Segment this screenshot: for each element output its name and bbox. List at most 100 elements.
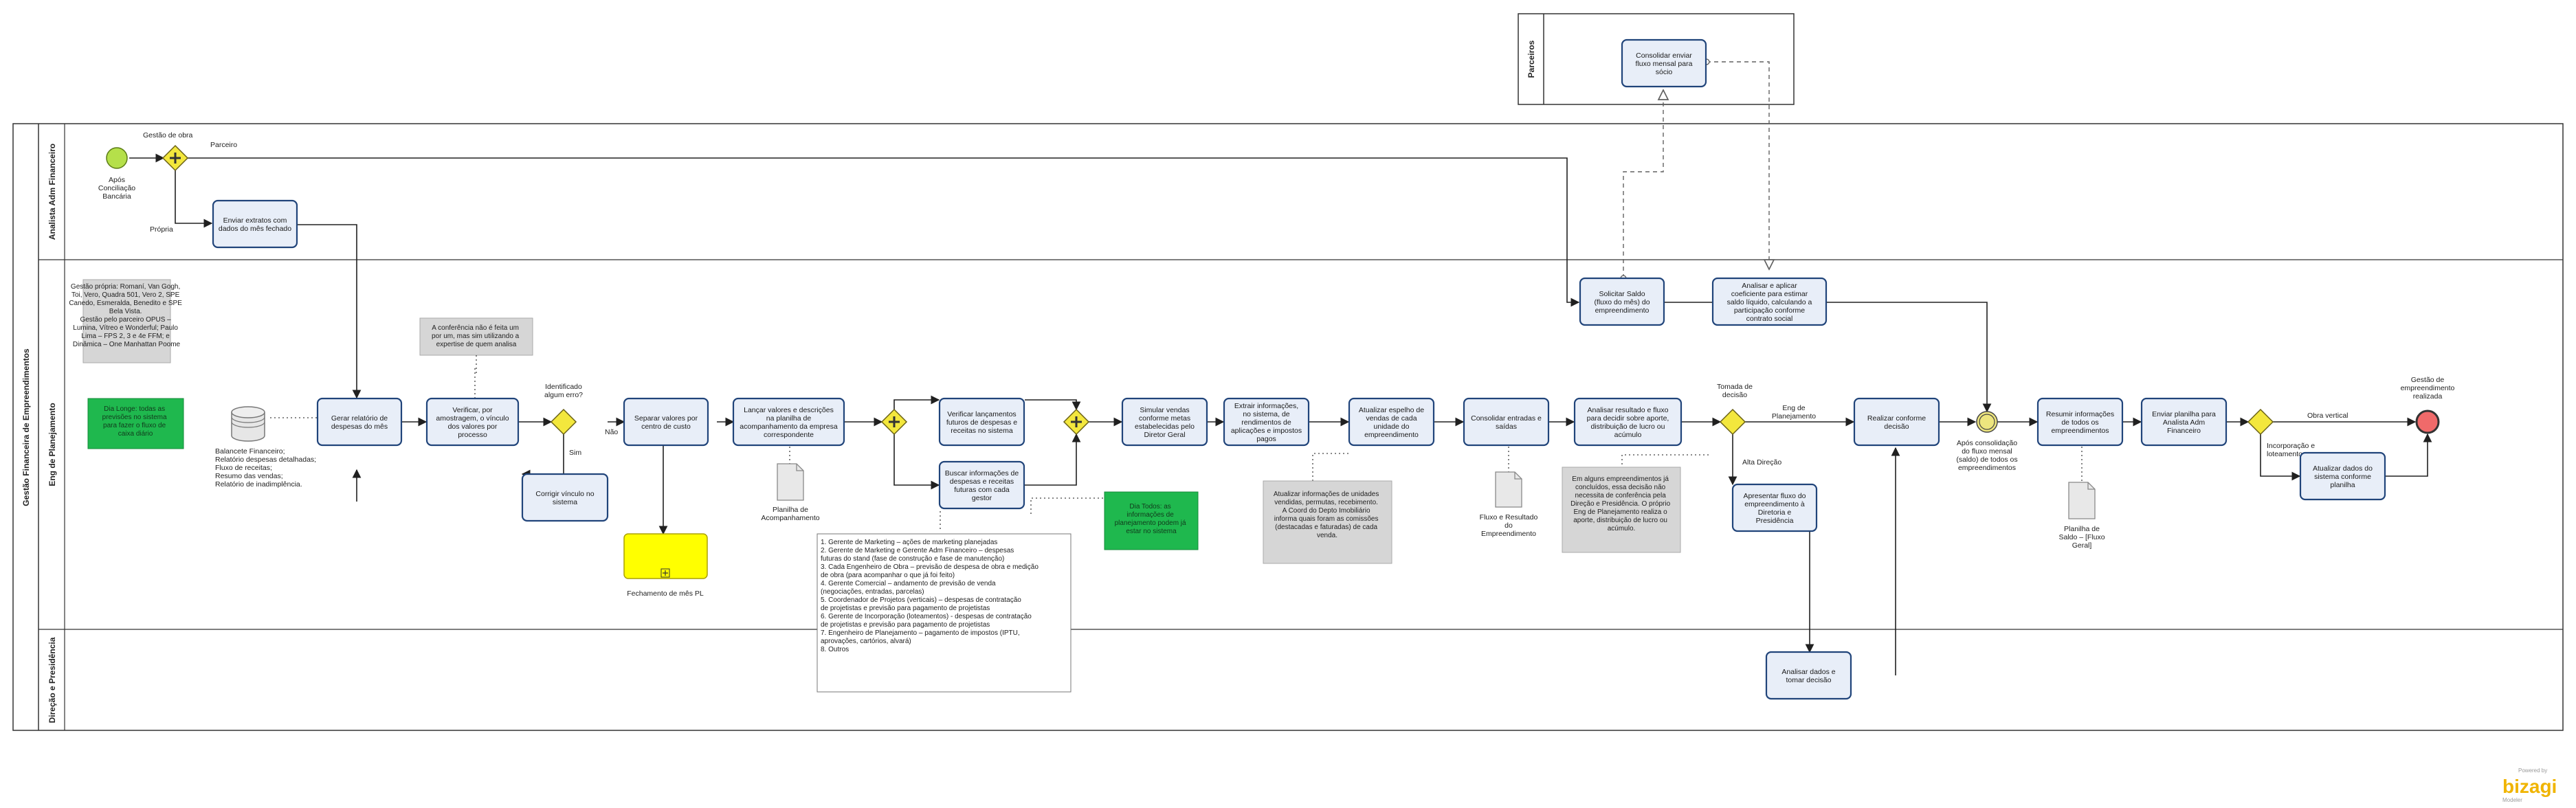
annotation-atualizar-unidades: Atualizar informações de unidades vendid…	[1263, 480, 1392, 564]
pool-main-title: Gestão Financeira de Empreendimentos	[21, 348, 31, 506]
gateway-final	[2247, 408, 2274, 436]
message-flows	[1623, 62, 1769, 278]
annotation-dia-longe-text: Dia Longe: todas as previsões no sistema…	[102, 405, 169, 438]
branding-brand: bizagi	[2502, 776, 2557, 797]
annotation-atualizar-unidades-text: Atualizar informações de unidades vendid…	[1274, 491, 1381, 539]
gateway-parallel-1	[880, 408, 908, 436]
branding-product: Modeler	[2502, 797, 2522, 803]
annotation-aporte-text: Em alguns empreendimentos já concluídos,…	[1570, 475, 1672, 532]
bizagi-logo: Powered by bizagi Modeler	[2502, 767, 2557, 803]
gateway-gestao-obra-label: Gestão de obra	[143, 131, 193, 139]
gateway-parallel-2	[1063, 408, 1090, 436]
flow-label-nao: Não	[605, 428, 618, 436]
annotation-aporte: Em alguns empreendimentos já concluídos,…	[1562, 467, 1681, 553]
lane-title-adm: Analista Adm Financeiro	[47, 144, 57, 240]
branding-powered-by: Powered by	[2518, 767, 2547, 774]
database-icon: Balancete Financeiro;Relatório despesas …	[215, 406, 316, 489]
gerente-item: 5. Coordenador de Projetos (verticais) –…	[821, 596, 1021, 612]
gerente-item: 8. Outros	[821, 646, 849, 653]
annotation-gestao-propria: Gestão própria: Romaní, Van Gogh, Toi, V…	[69, 279, 184, 363]
gateway-gestao-obra: Gestão de obra	[143, 131, 193, 172]
annotation-dia-longe: Dia Longe: todas as previsões no sistema…	[87, 398, 184, 449]
gerente-item: 7. Engenheiro de Planejamento – pagament…	[821, 629, 1020, 645]
flow-label-parceiro: Parceiro	[210, 141, 237, 149]
pool-partners-title: Parceiros	[1526, 40, 1536, 78]
associations	[270, 368, 2083, 529]
flow-label-sim: Sim	[569, 449, 581, 457]
annotation-gerentes-text: 1. Gerente de Marketing – ações de marke…	[821, 539, 1039, 653]
annotation-dia-todos-text: Dia Todos: as informações de planejament…	[1115, 503, 1188, 535]
database-label: Balancete Financeiro;Relatório despesas …	[215, 447, 316, 489]
annotation-conferencia: A conferência não é feita um por um, mas…	[419, 317, 533, 356]
gerente-item: 3. Cada Engenheiro de Obra – previsão de…	[821, 563, 1039, 579]
task-fechamento[interactable]: Fechamento de mês PL	[623, 533, 708, 598]
annotation-gerentes: 1. Gerente de Marketing – ações de marke…	[817, 533, 1072, 693]
annotation-gestao-propria-text: Gestão própria: Romaní, Van Gogh, Toi, V…	[69, 283, 184, 348]
gerente-item: 4. Gerente Comercial – andamento de prev…	[821, 580, 996, 596]
lane-title-diretoria: Direção e Presidência	[47, 637, 57, 723]
lane-title-planejamento: Eng de Planejamento	[47, 403, 57, 486]
gerente-item: 1. Gerente de Marketing – ações de marke…	[821, 539, 997, 546]
annotation-dia-todos: Dia Todos: as informações de planejament…	[1104, 491, 1199, 550]
annotation-conferencia-text: A conferência não é feita um por um, mas…	[432, 324, 521, 348]
